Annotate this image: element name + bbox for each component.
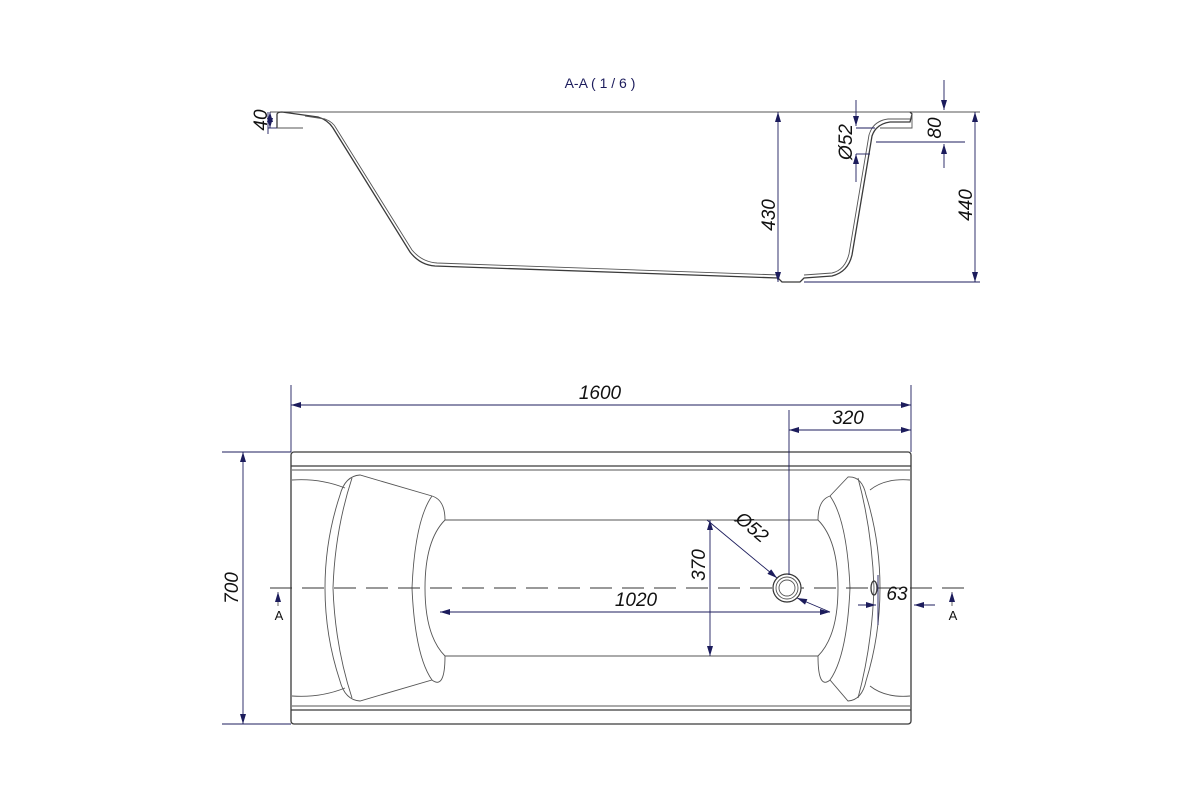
dimension-depth: 430 — [759, 112, 781, 282]
dimension-width: 700 — [222, 451, 291, 725]
dim-440: 440 — [956, 189, 977, 221]
tub-section-profile — [270, 111, 980, 283]
section-view: A-A ( 1 / 6 ) 40 430 Ø52 80 — [251, 75, 980, 283]
dim-370: 370 — [689, 549, 710, 581]
dimension-basin-width: 370 — [689, 520, 713, 656]
dimension-overflow-offset: 80 — [876, 80, 965, 168]
dimension-drain-offset: 320 — [788, 408, 911, 575]
dim-63: 63 — [886, 584, 908, 605]
svg-text:A: A — [949, 608, 958, 623]
dimension-overflow-offset-plan: 63 — [858, 575, 935, 625]
section-mark-right: A — [949, 592, 958, 623]
dimension-basin-length: 1020 — [440, 590, 830, 615]
dim-430: 430 — [759, 199, 780, 231]
dimension-drain-diameter: Ø52 — [706, 508, 831, 613]
dimension-total-height: 440 — [804, 112, 980, 283]
dim-320: 320 — [832, 408, 864, 429]
dim-700: 700 — [222, 572, 243, 604]
dim-1600: 1600 — [579, 383, 622, 404]
dim-1020: 1020 — [615, 590, 658, 611]
dimension-length: 1600 — [290, 383, 912, 452]
dimension-overflow-diameter: Ø52 — [836, 100, 875, 182]
dim-80: 80 — [925, 117, 946, 139]
dimension-rim-height: 40 — [251, 109, 277, 134]
overflow — [870, 580, 878, 596]
tub-plan-outline — [290, 451, 912, 725]
drain — [772, 573, 802, 603]
dim-d52-section: Ø52 — [836, 124, 857, 161]
section-mark-left: A — [275, 592, 284, 623]
dim-40: 40 — [251, 109, 272, 131]
plan-view: 1600 320 700 1020 370 Ø52 — [222, 383, 965, 725]
section-title: A-A ( 1 / 6 ) — [565, 75, 636, 91]
dim-d52-plan: Ø52 — [730, 508, 772, 548]
svg-text:A: A — [275, 608, 284, 623]
